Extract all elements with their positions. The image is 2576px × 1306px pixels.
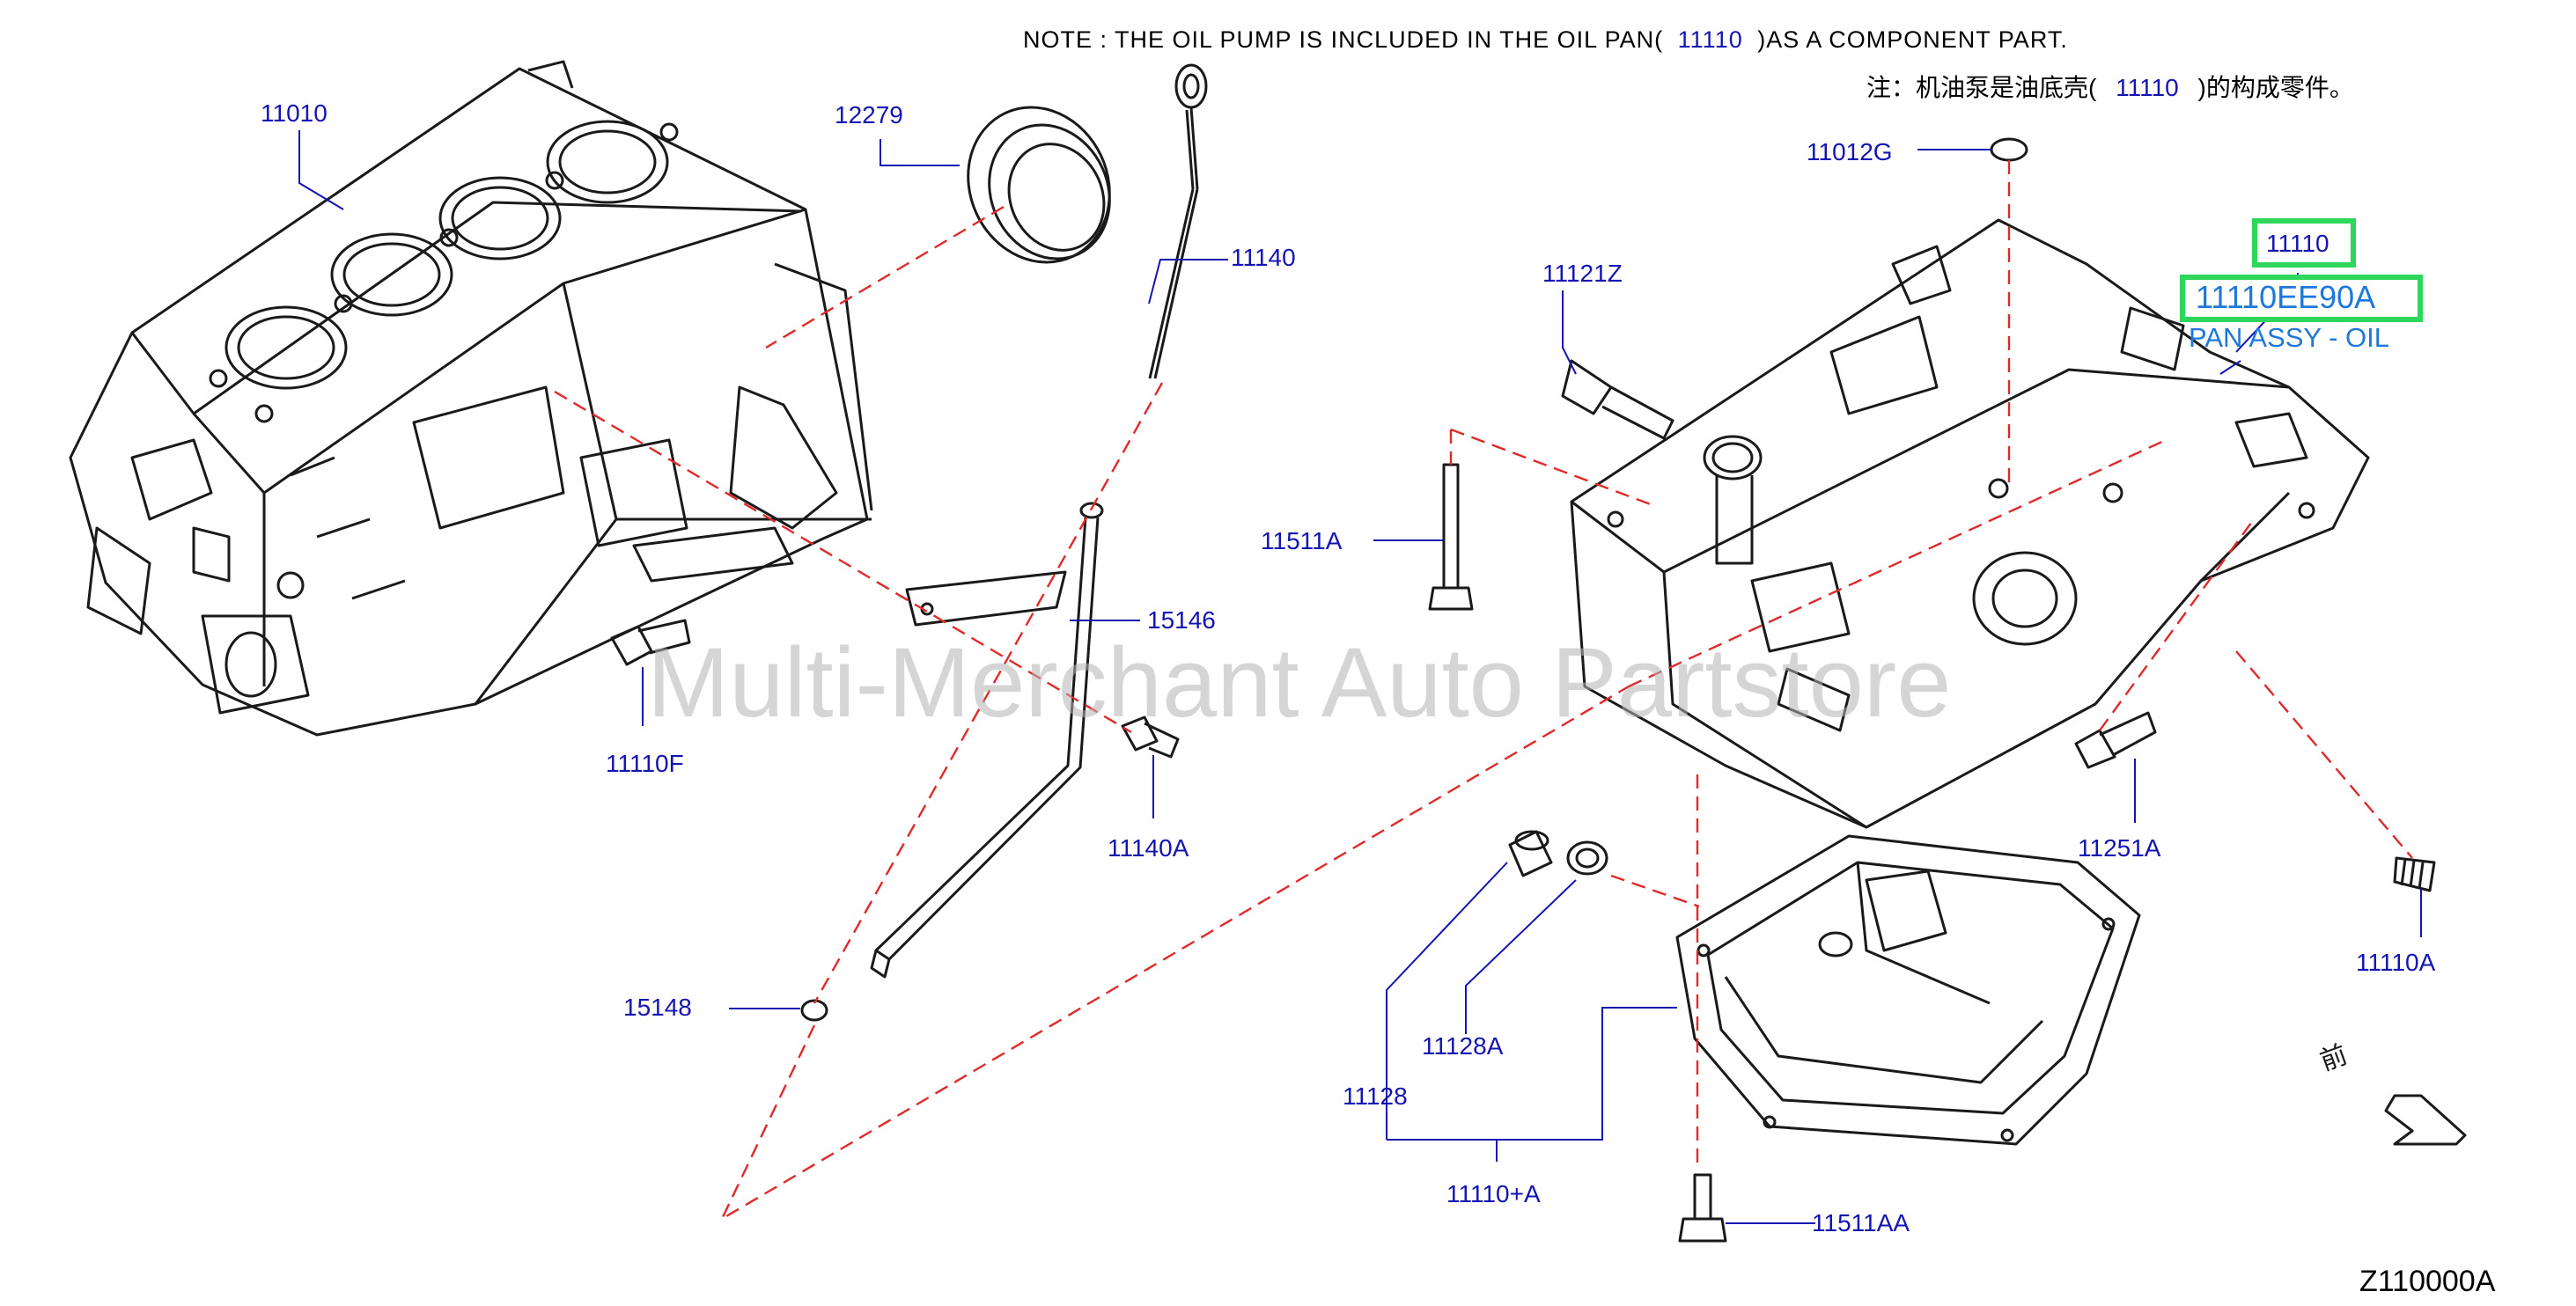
oring-15148-drawing	[800, 999, 828, 1022]
label-11110-plus-a[interactable]: 11110+A	[1446, 1180, 1541, 1207]
dipstick-guide-drawing	[870, 502, 1104, 979]
label-11128a[interactable]: 11128A	[1422, 1032, 1504, 1060]
watermark-text: Multi-Merchant Auto Partstore	[647, 627, 1952, 737]
cylinder-block-drawing	[69, 60, 873, 737]
note-english: NOTE : THE OIL PUMP IS INCLUDED IN THE O…	[1023, 28, 2068, 52]
lower-oil-pan-drawing	[1675, 834, 2141, 1146]
highlight-part-number: 11110EE90A	[2196, 279, 2376, 315]
highlight-part-name: PAN ASSY - OIL	[2189, 322, 2390, 353]
label-11511a[interactable]: 11511A	[1261, 527, 1343, 554]
bolt-11251a-drawing	[2074, 711, 2157, 769]
label-11511aa[interactable]: 11511AA	[1812, 1209, 1910, 1236]
label-11251a[interactable]: 11251A	[2078, 834, 2161, 862]
sensor-11121z-drawing	[1561, 359, 1674, 440]
label-11121z[interactable]: 11121Z	[1542, 260, 1623, 287]
label-11110f[interactable]: 11110F	[606, 750, 684, 777]
label-15146[interactable]: 15146	[1147, 606, 1216, 634]
highlight-box-ref[interactable]	[2252, 218, 2356, 268]
oring-11012g-drawing	[1990, 137, 2028, 162]
bolt-11511aa-drawing	[1678, 1173, 1727, 1243]
bolt-11110f-drawing	[610, 619, 691, 666]
note-chinese: 注：机油泵是油底壳( 11110 )的构成零件。	[1866, 76, 2354, 100]
note-english-suffix: )AS A COMPONENT PART.	[1757, 26, 2068, 53]
label-11110a[interactable]: 11110A	[2356, 949, 2436, 976]
highlight-ref-label: 11110	[2266, 230, 2329, 257]
label-11128[interactable]: 11128	[1343, 1082, 1408, 1110]
note-english-part: 11110	[1677, 26, 1743, 53]
drain-plug-drawing	[1508, 830, 1608, 877]
note-english-prefix: NOTE : THE OIL PUMP IS INCLUDED IN THE O…	[1023, 26, 1664, 53]
front-arrow-drawing	[2384, 1094, 2467, 1146]
label-15148[interactable]: 15148	[623, 994, 692, 1021]
label-12279[interactable]: 12279	[835, 101, 903, 128]
highlight-box-part-number[interactable]	[2180, 275, 2423, 322]
note-chinese-prefix: 注：机油泵是油底壳(	[1866, 74, 2097, 101]
label-11140[interactable]: 11140	[1231, 244, 1296, 271]
bolt-11140a-drawing	[1121, 715, 1180, 759]
reference-lines	[554, 160, 2413, 1222]
label-11140a[interactable]: 11140A	[1108, 834, 1189, 862]
label-11010[interactable]: 11010	[261, 99, 328, 127]
crank-seal-drawing	[967, 106, 1111, 264]
label-11012g[interactable]: 11012G	[1807, 138, 1893, 165]
plug-11110a-drawing	[2393, 856, 2436, 892]
note-chinese-suffix: )的构成零件。	[2197, 74, 2354, 101]
note-chinese-part: 11110	[2116, 74, 2179, 101]
figure-code: Z110000A	[2359, 1265, 2496, 1298]
dipstick-drawing	[1148, 63, 1208, 379]
bolt-11511a-drawing	[1428, 463, 1474, 611]
upper-oil-pan-drawing	[1570, 218, 2370, 829]
